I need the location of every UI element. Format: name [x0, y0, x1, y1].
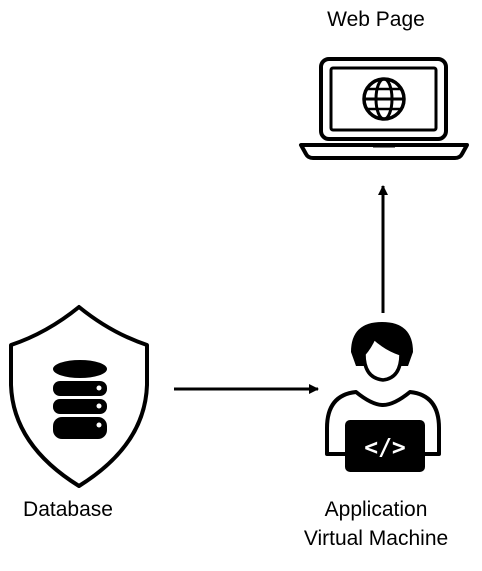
application-label-line1: Application [324, 498, 428, 521]
code-icon: </> [364, 435, 406, 461]
developer-laptop-icon: </> [325, 322, 441, 472]
application-label-line2: Virtual Machine [303, 527, 449, 550]
laptop-globe-icon [299, 57, 469, 160]
globe-icon [362, 77, 406, 121]
application-label: Application Virtual Machine [304, 496, 448, 552]
web-page-label: Web Page [327, 8, 425, 31]
database-icon [53, 360, 107, 439]
database-label: Database [23, 498, 113, 521]
shield-database-icon [9, 305, 149, 488]
